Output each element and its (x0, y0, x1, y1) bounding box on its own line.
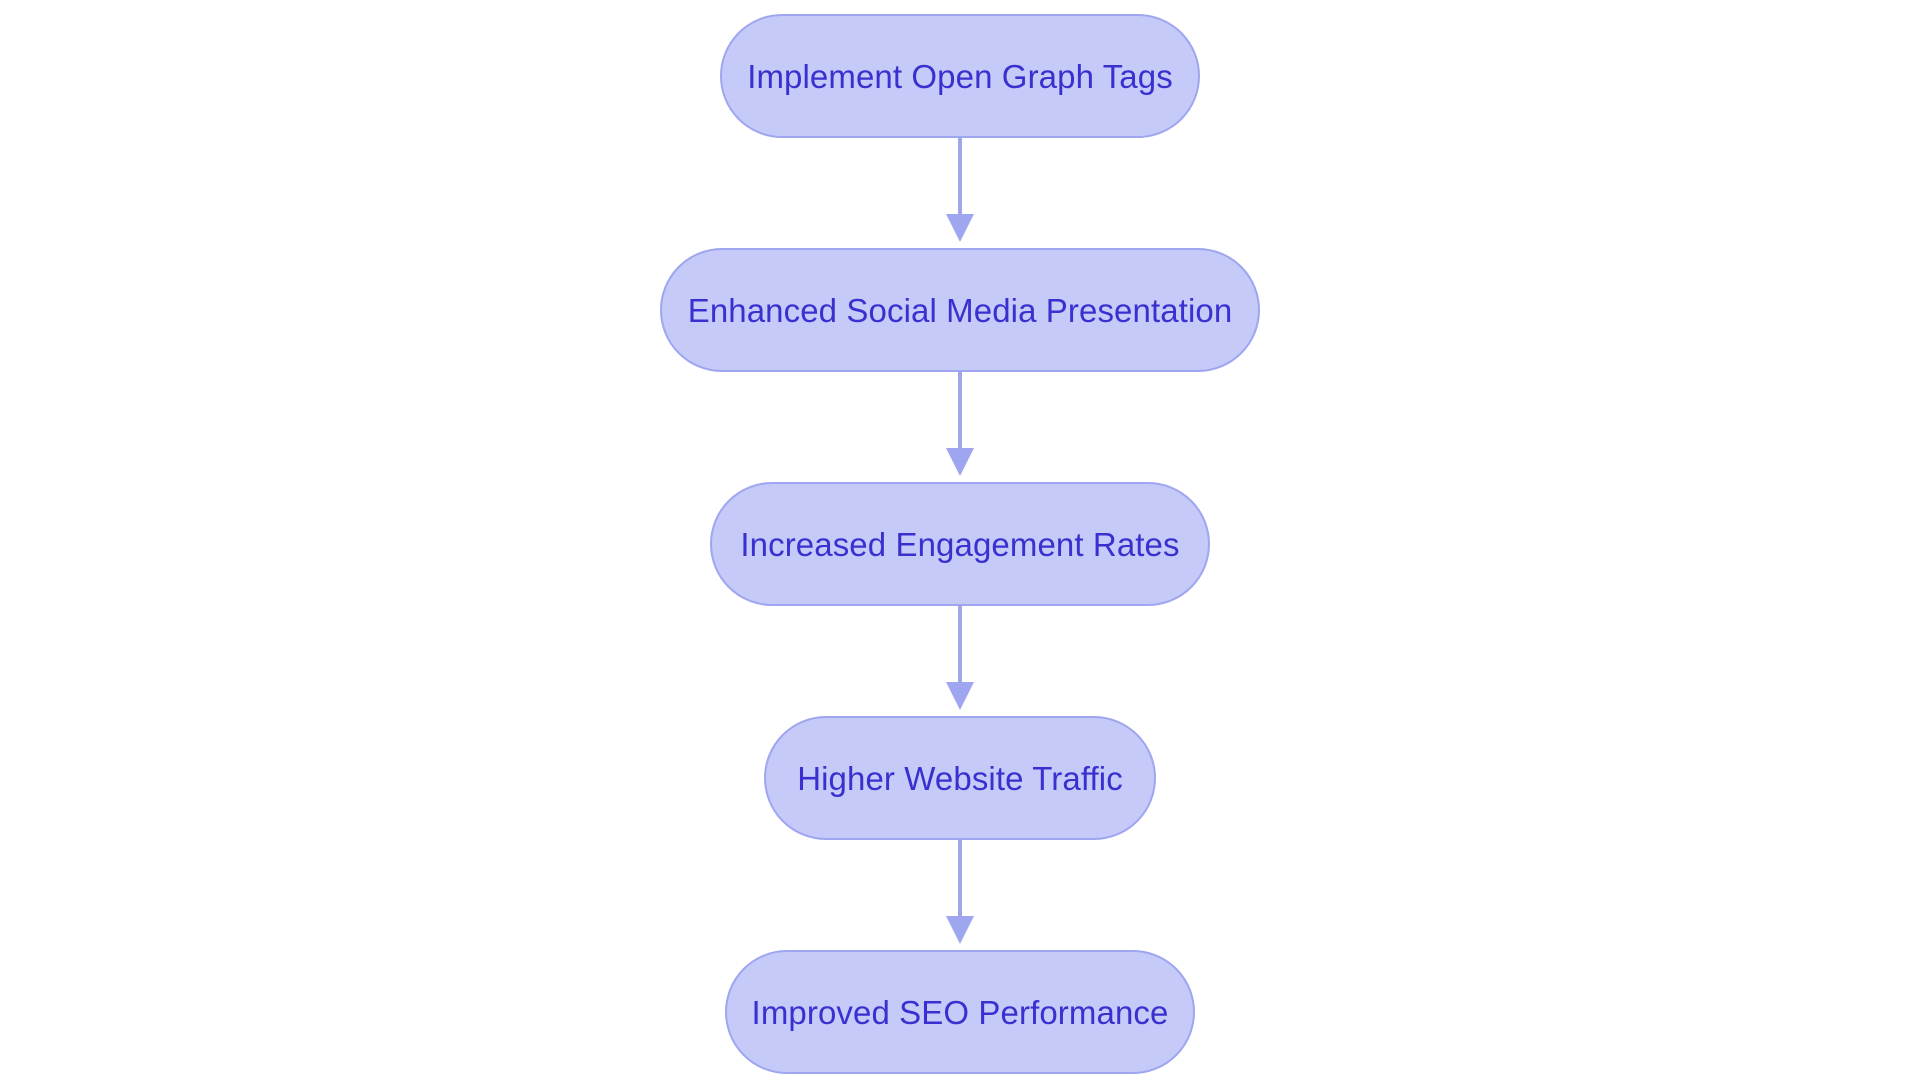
flow-arrow-n4-to-n5 (946, 840, 974, 944)
flow-arrow-n1-to-n2 (946, 138, 974, 242)
flow-node-higher-website-traffic[interactable]: Higher Website Traffic (764, 716, 1156, 840)
flow-node-improved-seo-performance[interactable]: Improved SEO Performance (725, 950, 1195, 1074)
flow-node-label: Higher Website Traffic (797, 759, 1123, 797)
flow-node-label: Increased Engagement Rates (740, 525, 1180, 563)
flow-node-implement-open-graph-tags[interactable]: Implement Open Graph Tags (720, 14, 1200, 138)
flow-node-label: Improved SEO Performance (751, 993, 1169, 1031)
flow-arrow-n2-to-n3 (946, 372, 974, 476)
flow-node-label: Enhanced Social Media Presentation (687, 291, 1233, 329)
flow-node-increased-engagement-rates[interactable]: Increased Engagement Rates (710, 482, 1210, 606)
flow-node-enhanced-social-media-presentation[interactable]: Enhanced Social Media Presentation (660, 248, 1260, 372)
flow-node-label: Implement Open Graph Tags (747, 57, 1173, 95)
flow-arrow-n3-to-n4 (946, 606, 974, 710)
